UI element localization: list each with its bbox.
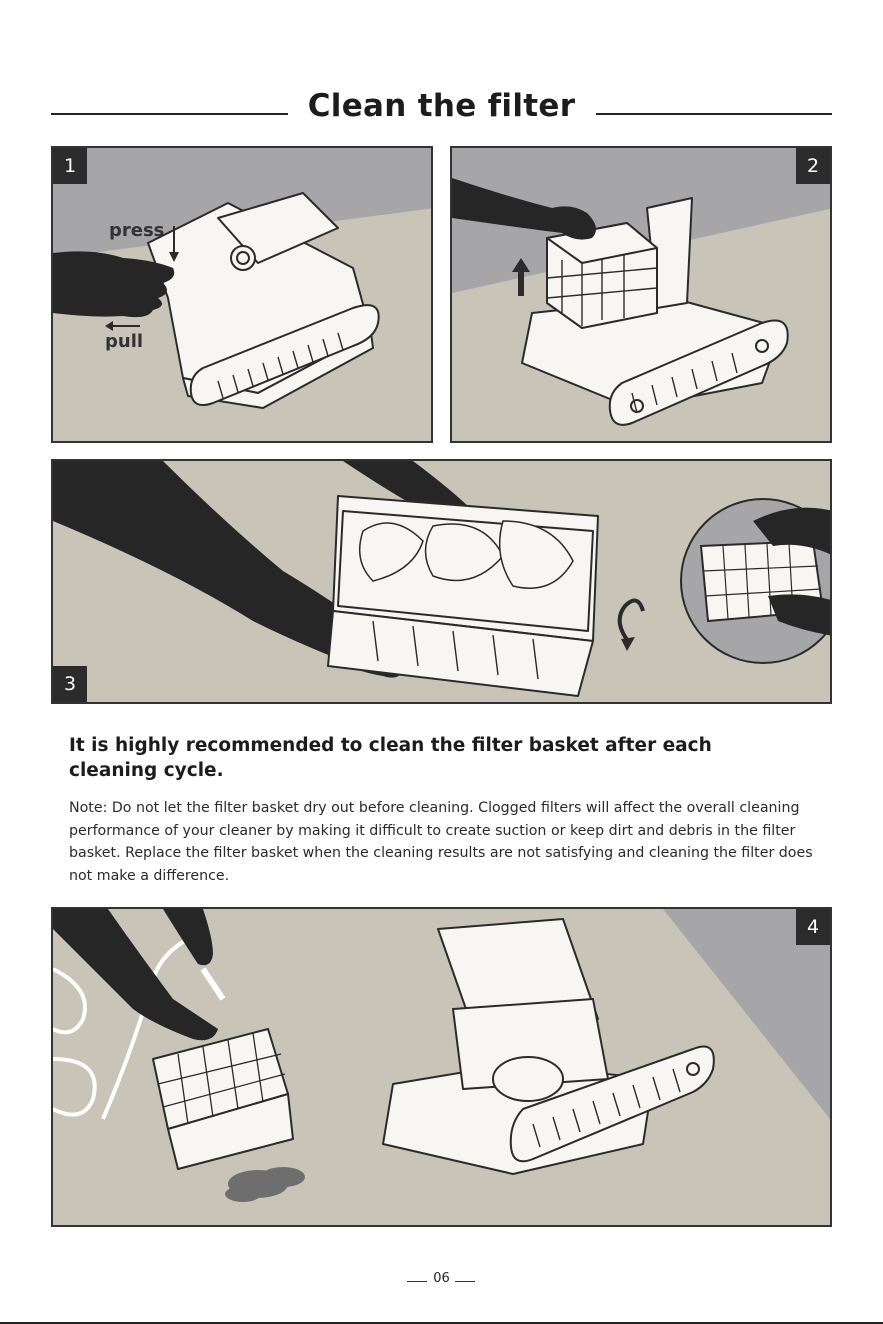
- step-1-illustration: [53, 148, 431, 441]
- page-number: 06: [433, 1271, 450, 1286]
- step-4-badge: 4: [796, 909, 830, 945]
- note-paragraph: Note: Do not let the filter basket dry o…: [69, 800, 813, 884]
- step-1-badge: 1: [53, 148, 87, 184]
- page-title: Clean the filter: [307, 88, 576, 124]
- step-4-illustration: [53, 909, 830, 1225]
- title-rule-left: [51, 113, 288, 115]
- step-3-illustration: [53, 461, 830, 702]
- pull-label: pull: [105, 331, 144, 352]
- recommendation-heading: It is highly recommended to clean the fi…: [69, 735, 712, 781]
- step-2-panel: 2: [450, 146, 832, 443]
- step-3-badge: 3: [53, 666, 87, 702]
- press-label: press: [109, 220, 165, 241]
- bottom-rule: [0, 1322, 883, 1324]
- rotate-icon: [617, 598, 645, 643]
- step-2-badge: 2: [796, 148, 830, 184]
- step-4-panel: 4: [51, 907, 832, 1227]
- step-1-panel: press pull 1: [51, 146, 433, 443]
- step-2-illustration: [452, 148, 830, 441]
- arrow-down-icon: [169, 252, 179, 262]
- title-rule-right: [596, 113, 832, 115]
- page-number-rule-left: [407, 1281, 427, 1282]
- arrow-up-icon: [512, 258, 530, 272]
- page-number-rule-right: [455, 1281, 475, 1282]
- step-3-panel: 3: [51, 459, 832, 704]
